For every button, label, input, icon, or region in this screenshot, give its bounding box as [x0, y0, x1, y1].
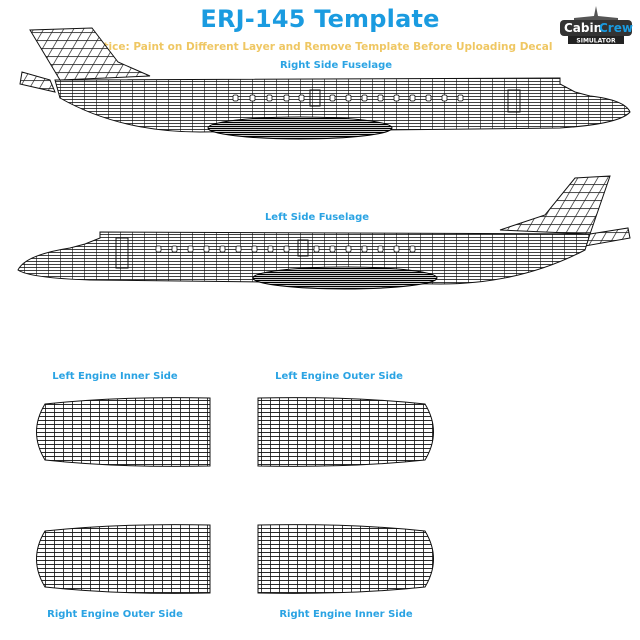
tail-fin — [29, 27, 151, 81]
left-side-fuselage-label: Left Side Fuselage — [264, 212, 370, 223]
right-engine-outer-label: Right Engine Outer Side — [47, 609, 183, 620]
right-engine-outer — [36, 524, 211, 594]
left-engine-inner — [36, 397, 211, 467]
notice-text: Notice: Paint on Different Layer and Rem… — [87, 41, 553, 53]
left-engine-inner-label: Left Engine Inner Side — [52, 371, 178, 382]
door — [309, 89, 321, 107]
door — [115, 237, 129, 269]
belly-fairing — [252, 266, 438, 290]
left-side-fuselage — [17, 175, 631, 290]
svg-text:Crew: Crew — [599, 21, 633, 35]
door — [297, 239, 309, 257]
right-engine-inner — [257, 524, 434, 594]
right-side-fuselage-label: Right Side Fuselage — [279, 60, 393, 71]
tail-stabilizer — [584, 227, 631, 247]
svg-text:Cabin: Cabin — [564, 21, 602, 35]
cabin-crew-simulator-logo: Cabin Crew SIMULATOR — [556, 6, 636, 46]
tail-stabilizer — [19, 71, 56, 93]
left-engine-outer — [257, 397, 434, 467]
door — [507, 89, 521, 113]
tail-fin — [499, 175, 611, 235]
left-engine-outer-label: Left Engine Outer Side — [275, 371, 403, 382]
page-title: ERJ-145 Template — [200, 5, 440, 33]
right-side-fuselage — [19, 27, 631, 140]
fuselage-body — [54, 77, 631, 133]
fuselage-body — [17, 231, 591, 285]
windows — [232, 94, 464, 102]
svg-text:SIMULATOR: SIMULATOR — [576, 38, 616, 45]
belly-fairing — [207, 116, 393, 140]
windows — [155, 245, 416, 253]
right-engine-inner-label: Right Engine Inner Side — [279, 609, 413, 620]
